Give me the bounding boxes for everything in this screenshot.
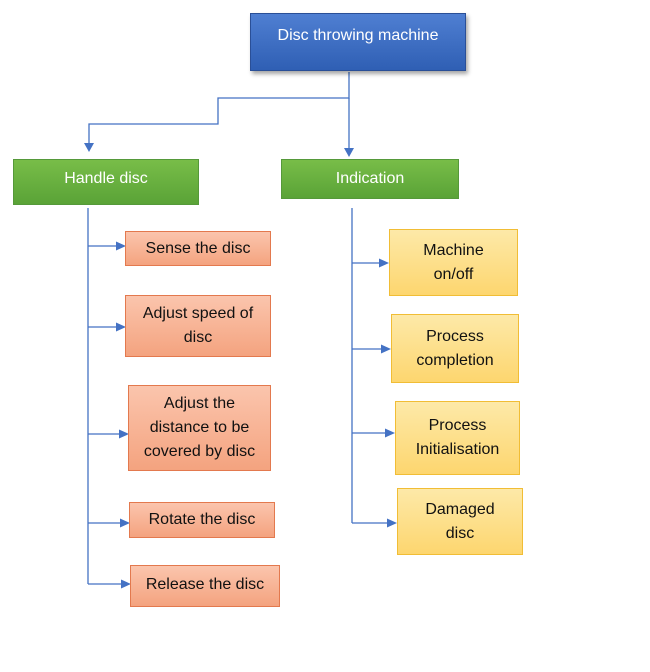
handle-item-adjust-distance: Adjust the distance to be covered by dis… [128,385,271,471]
indication-item-initialisation: Process Initialisation [395,401,520,475]
indication-label: Indication [335,170,405,187]
handle-disc-node: Handle disc [13,159,199,205]
arrowhead-indication [344,148,354,157]
handle-item-sense: Sense the disc [125,231,271,266]
connector-root-to-handle [88,72,350,143]
root-label: Disc throwing machine [277,27,439,44]
handle-item-rotate: Rotate the disc [129,502,275,538]
root-node: Disc throwing machine [250,13,466,71]
indication-item-completion: Process completion [391,314,519,383]
arrowhead-handle [84,143,94,152]
handle-disc-label: Handle disc [64,170,148,187]
handle-item-release: Release the disc [130,565,280,607]
handle-item-adjust-speed: Adjust speed of disc [125,295,271,357]
indication-item-machine: Machine on/off [389,229,518,296]
indication-node: Indication [281,159,459,199]
indication-item-damaged: Damaged disc [397,488,523,555]
